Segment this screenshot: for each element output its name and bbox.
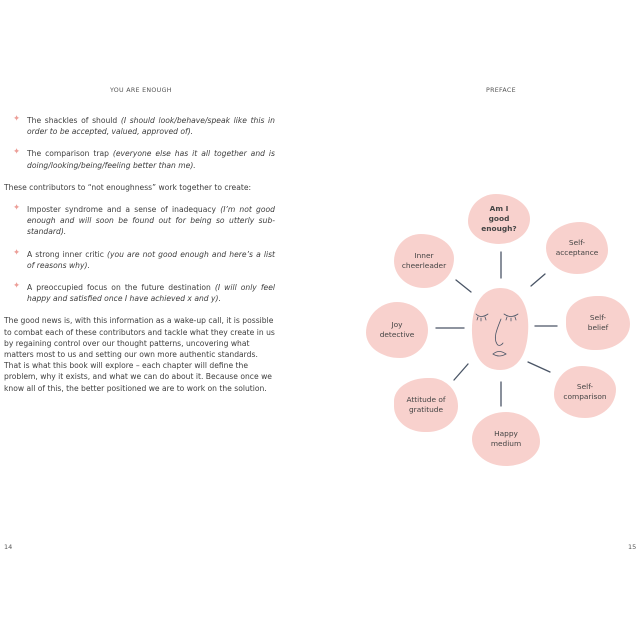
connector-line <box>527 361 551 373</box>
diagram-node-self-acceptance: Self-acceptance <box>546 222 608 274</box>
face-blob <box>471 288 529 370</box>
right-page-number: 15 <box>628 543 637 551</box>
sparkle-bullet-icon: ✦ <box>13 203 21 214</box>
left-page-number: 14 <box>4 543 13 551</box>
body-paragraph: The good news is, with this information … <box>4 316 275 393</box>
bullet-item: ✦ A strong inner critic (you are not goo… <box>4 247 275 271</box>
bullet-item: ✦ Imposter syndrome and a sense of inade… <box>4 203 275 238</box>
bullet-italic: (I should look/behave/speak like this in… <box>27 116 275 137</box>
diagram-node-attitude-of-gratitude: Attitude of gratitude <box>394 378 458 432</box>
bullet-italic: (I will only feel happy and satisfied on… <box>27 283 275 304</box>
diagram-node-self-belief: Self-belief <box>566 296 630 350</box>
bullet-text: The comparison trap <box>27 149 113 159</box>
connector-line <box>530 273 546 287</box>
diagram-node-am-i-good-enough: Am I good enough? <box>468 194 530 244</box>
connector-line <box>455 279 472 293</box>
sparkle-bullet-icon: ✦ <box>13 247 21 258</box>
diagram-node-joy-detective: Joy detective <box>366 302 428 358</box>
intro-sentence: These contributors to “not enoughness” w… <box>4 182 252 192</box>
bullet-text: The shackles of should <box>27 116 121 125</box>
diagram-node-happy-medium: Happy medium <box>472 412 540 466</box>
bullet-item: ✦ A preoccupied focus on the future dest… <box>4 281 275 304</box>
right-page-header: PREFACE <box>486 87 516 94</box>
bullet-text: A preoccupied focus on the future destin… <box>27 283 215 293</box>
enoughness-diagram: Am I good enough? Self-acceptance Self-b… <box>360 188 640 478</box>
face-line-drawing-icon <box>475 313 519 357</box>
connector-lines <box>435 251 558 407</box>
bullet-item: ✦ The comparison trap (everyone else has… <box>4 147 275 170</box>
diagram-node-inner-cheerleader: Inner cheerleader <box>394 234 454 288</box>
sparkle-bullet-icon: ✦ <box>13 114 21 124</box>
left-page-body: ✦ The shackles of should (I should look/… <box>4 114 275 405</box>
left-page-header: YOU ARE ENOUGH <box>110 87 172 94</box>
bullet-italic: (you are not good enough and here’s a li… <box>27 249 275 270</box>
bullet-text: Imposter syndrome and a sense of inadequ… <box>27 205 221 215</box>
sparkle-bullet-icon: ✦ <box>13 147 21 158</box>
bullet-italic: (everyone else has it all together and i… <box>27 149 275 170</box>
sparkle-bullet-icon: ✦ <box>13 281 21 292</box>
diagram-node-self-comparison: Self-comparison <box>554 366 616 418</box>
connector-line <box>453 363 469 381</box>
bullet-text: A strong inner critic <box>27 249 108 259</box>
bullet-italic: (I’m not good enough and will soon be fo… <box>27 205 275 237</box>
bullet-item: ✦ The shackles of should (I should look/… <box>4 114 275 137</box>
